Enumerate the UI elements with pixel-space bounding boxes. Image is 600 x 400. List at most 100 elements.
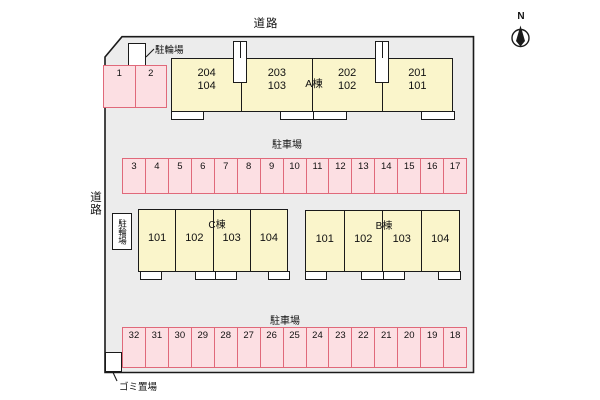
parking-stall: 7 <box>213 159 237 193</box>
parking-stall: 2 <box>134 66 167 107</box>
entrance-porch <box>140 271 162 280</box>
parking-stall: 17 <box>443 159 466 193</box>
stall-number: 16 <box>426 161 438 172</box>
stall-number: 18 <box>449 330 461 341</box>
stall-number: 29 <box>197 330 209 341</box>
stall-number: 28 <box>220 330 231 341</box>
parking-stall: 29 <box>190 328 214 367</box>
building-c-unit: 101 <box>139 210 175 271</box>
parking-stall: 30 <box>167 328 191 367</box>
building-a-name: A棟 <box>305 78 323 90</box>
building-c-unit: 102 <box>175 210 212 271</box>
building-c-unit: 103 <box>212 210 250 271</box>
stall-number: 9 <box>268 161 275 172</box>
building-b-unit: 104 <box>420 211 460 271</box>
building-a-unit: 202 102 <box>311 59 382 111</box>
bicycle-parking-label-middle: 駐輪場 <box>117 218 128 245</box>
parking-stall: 31 <box>144 328 168 367</box>
parking-stall: 6 <box>190 159 214 193</box>
bicycle-parking-box-middle: 駐輪場 <box>112 213 132 250</box>
parking-stall: 8 <box>236 159 260 193</box>
stall-number: 30 <box>174 330 186 341</box>
bicycle-label-pointer <box>145 48 155 58</box>
building-b: 101 102 103 104 <box>305 210 460 272</box>
building-c-name: C棟 <box>208 220 226 231</box>
unit-numbers: 202 102 <box>337 67 357 92</box>
parking-stall: 23 <box>328 328 351 367</box>
building-a-unit: 201 101 <box>381 59 452 111</box>
entrance-porch <box>438 271 461 280</box>
stairwell-tower <box>375 41 389 83</box>
parking-lot-label-bottom: 駐車場 <box>270 316 300 327</box>
stall-number: 19 <box>426 330 438 341</box>
parking-stall: 1 <box>104 66 135 107</box>
stall-number: 32 <box>128 330 140 341</box>
entrance-porch <box>421 111 455 120</box>
building-b-unit: 103 <box>382 211 421 271</box>
building-b-unit: 101 <box>306 211 344 271</box>
parking-stall: 26 <box>259 328 283 367</box>
building-b-unit: 102 <box>343 211 383 271</box>
unit-numbers: 104 <box>431 232 450 245</box>
parking-stall: 16 <box>420 159 443 193</box>
stall-number: 7 <box>223 161 229 172</box>
stall-number: 31 <box>151 330 163 341</box>
stall-number: 17 <box>449 161 461 172</box>
stall-number: 21 <box>380 330 392 341</box>
stall-number: 13 <box>358 161 369 172</box>
stall-number: 4 <box>154 161 160 172</box>
parking-stall: 27 <box>236 328 260 367</box>
bicycle-parking-label-top: 駐輪場 <box>155 45 184 56</box>
parking-stall: 18 <box>443 328 466 367</box>
unit-numbers: 102 <box>354 232 373 245</box>
parking-row-entrance: 1 2 <box>103 65 167 108</box>
stall-number: 8 <box>246 161 252 172</box>
unit-numbers: 101 <box>147 232 167 244</box>
parking-stall: 32 <box>123 328 145 367</box>
site-boundary <box>104 35 475 374</box>
garbage-area-label: ゴミ置場 <box>119 382 158 393</box>
building-a-unit: 203 103 <box>241 59 311 111</box>
stall-number: 27 <box>243 330 254 341</box>
stall-number: 6 <box>200 161 206 172</box>
parking-stall: 3 <box>123 159 145 193</box>
stall-number: 15 <box>403 161 415 172</box>
parking-row-middle: 3 4 5 6 7 8 9 10 11 12 13 14 15 16 17 <box>122 158 467 194</box>
parking-lot-label-middle: 駐車場 <box>272 140 302 151</box>
building-c-unit: 104 <box>249 210 287 271</box>
parking-stall: 28 <box>213 328 237 367</box>
entrance-porch <box>361 271 384 280</box>
road-label-left: 道路 <box>89 191 101 216</box>
stall-number: 24 <box>312 330 323 341</box>
bicycle-parking-box-top <box>128 43 146 67</box>
unit-numbers: 203 103 <box>267 67 287 92</box>
stall-number: 3 <box>131 161 137 172</box>
parking-stall: 22 <box>351 328 374 367</box>
road-label-top: 道路 <box>253 18 279 30</box>
parking-stall: 13 <box>351 159 374 193</box>
parking-row-bottom: 32 31 30 29 28 27 26 25 24 23 22 21 20 1… <box>122 327 467 368</box>
entrance-porch <box>305 271 327 280</box>
stall-number: 25 <box>289 330 300 341</box>
building-c: 101 102 103 104 <box>138 209 288 272</box>
parking-stall: 12 <box>328 159 351 193</box>
building-a: 204 104 203 103 202 102 201 101 <box>171 58 453 112</box>
unit-numbers: 103 <box>222 232 241 244</box>
parking-stall: 4 <box>144 159 168 193</box>
building-a-unit: 204 104 <box>172 59 241 111</box>
unit-numbers: 103 <box>392 232 411 245</box>
entrance-porch <box>215 271 237 280</box>
entrance-porch <box>280 111 314 120</box>
unit-numbers: 102 <box>185 232 204 244</box>
stall-number: 10 <box>289 161 300 172</box>
entrance-porch <box>383 271 405 280</box>
stall-number: 22 <box>358 330 369 341</box>
stall-number: 11 <box>312 161 323 172</box>
entrance-porch <box>195 271 217 280</box>
stall-number: 12 <box>335 161 346 172</box>
parking-stall: 10 <box>282 159 306 193</box>
parking-stall: 25 <box>282 328 306 367</box>
building-b-name: B棟 <box>375 221 393 232</box>
